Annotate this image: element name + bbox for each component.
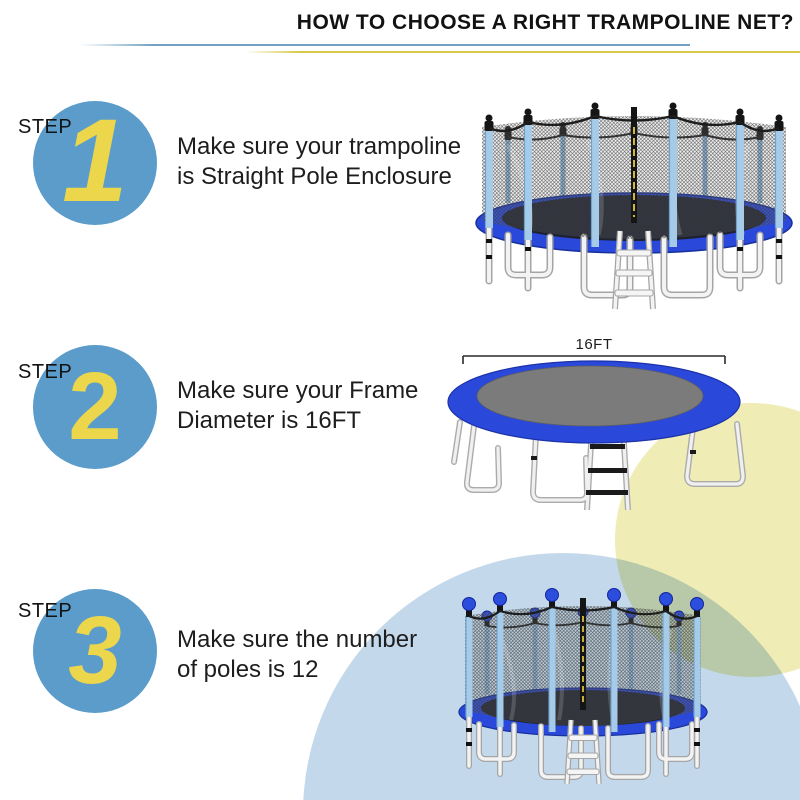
jump-mat: [476, 365, 704, 427]
step-3-number: 3: [68, 597, 122, 704]
legs: [451, 419, 747, 510]
step-1-text: Make sure your trampoline is Straight Po…: [177, 132, 461, 192]
ladder: [564, 719, 602, 785]
trampoline-frame-icon: 16FT: [447, 336, 747, 510]
header-rule-yellow: [245, 51, 800, 53]
step-2-number: 2: [68, 353, 122, 460]
step-2-label: STEP: [18, 361, 73, 383]
step-1-label: STEP: [18, 116, 73, 138]
step-2-text: Make sure your Frame Diameter is 16FT: [177, 376, 418, 436]
step-1-text-line2: is Straight Pole Enclosure: [177, 163, 452, 190]
net-zipper: [580, 598, 586, 710]
step-2-text-line1: Make sure your Frame: [177, 377, 419, 404]
dimension-label: 16FT: [575, 336, 612, 353]
dimension-line: [462, 355, 726, 364]
step-3-text: Make sure the number of poles is 12: [177, 625, 417, 685]
step-3-text-line1: Make sure the number: [177, 626, 418, 653]
step-1-text-line1: Make sure your trampoline: [177, 133, 462, 160]
trampoline-enclosure-icon: [475, 102, 793, 310]
front-poles: [462, 588, 704, 732]
step-3-badge: 3: [33, 589, 157, 713]
step-3-label: STEP: [18, 600, 73, 622]
page-title: HOW TO CHOOSE A RIGHT TRAMPOLINE NET?: [296, 11, 794, 34]
step-2-badge: 2: [33, 345, 157, 469]
step-1-badge: 1: [33, 101, 157, 225]
step-1-number: 1: [62, 95, 128, 227]
trampoline-12-poles-icon: [458, 588, 708, 785]
net-zipper: [631, 107, 637, 223]
step-3-text-line2: of poles is 12: [177, 656, 319, 683]
step-2-text-line2: Diameter is 16FT: [177, 407, 362, 434]
header-rule-blue: [80, 44, 690, 46]
ladder: [612, 230, 656, 310]
